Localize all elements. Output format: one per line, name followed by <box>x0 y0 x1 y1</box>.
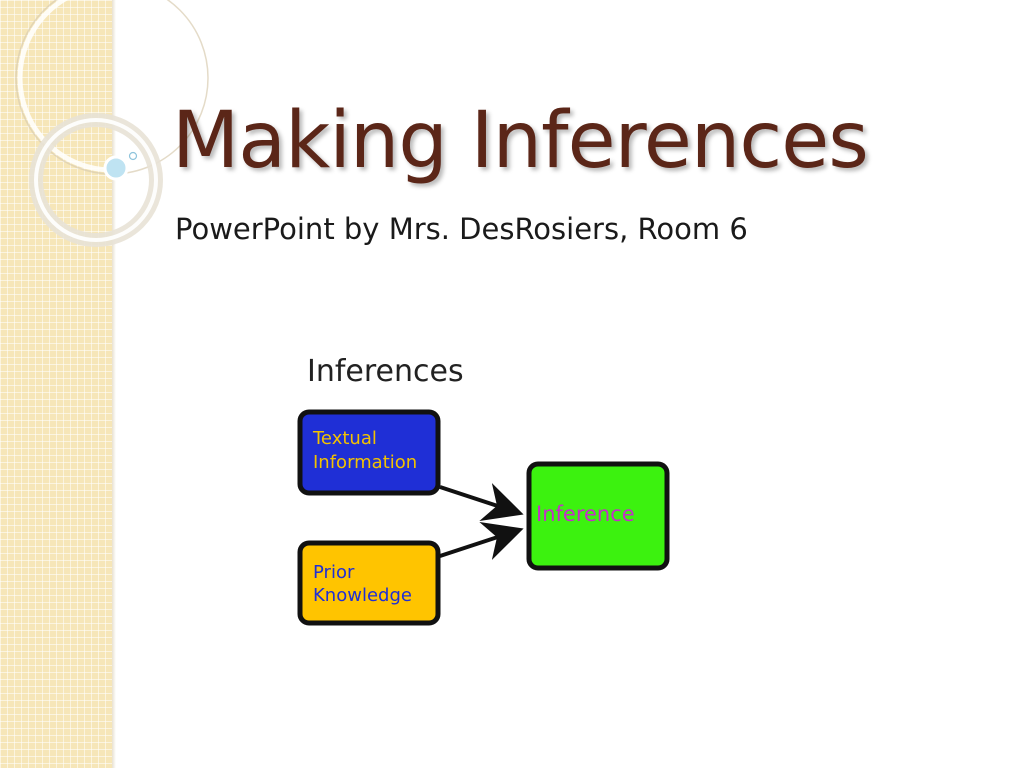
decorative-ring-small-inner <box>34 118 158 242</box>
prior-box-line1: Prior <box>313 562 355 583</box>
textual-information-box <box>297 409 441 496</box>
prior-knowledge-box <box>297 540 441 626</box>
diagram-heading: Inferences <box>307 354 464 389</box>
bubble-dot-large <box>103 155 129 181</box>
textual-box-line2: Information <box>313 452 417 473</box>
prior-box-line2: Knowledge <box>313 585 412 606</box>
arrow-textual-to-inference <box>439 483 524 521</box>
slide-title: Making Inferences <box>172 96 869 186</box>
slide-subtitle: PowerPoint by Mrs. DesRosiers, Room 6 <box>175 212 748 246</box>
decorative-circles <box>15 0 209 247</box>
strip-edge-shadow <box>112 0 116 768</box>
inference-box <box>526 461 670 571</box>
textual-box-line1: Textual <box>312 428 377 449</box>
arrow-prior-to-inference <box>439 522 524 560</box>
bubble-dot-small <box>128 151 138 161</box>
inference-box-label: Inference <box>536 502 635 526</box>
